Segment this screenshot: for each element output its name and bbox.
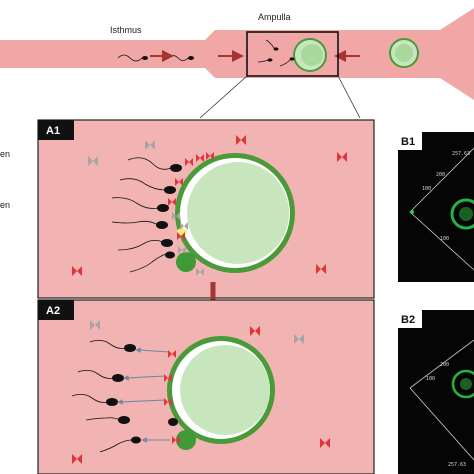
tick-label: 257.63 (452, 151, 470, 157)
bowtie-protein-icon (72, 326, 330, 464)
sperm-icon (99, 436, 141, 453)
sperm-icon (89, 340, 136, 352)
panel-tag: B1 (401, 136, 415, 148)
bowtie-protein-icon (90, 320, 304, 344)
ampulla-label: Ampulla (258, 12, 291, 22)
side-label: en (0, 149, 10, 159)
bowtie-protein-icon (72, 135, 347, 276)
tick-label: 100 (422, 186, 431, 192)
sperm-head (168, 418, 178, 426)
sperm-icon (127, 157, 182, 172)
sperm-icon (77, 370, 124, 382)
sperm-icon (71, 394, 118, 406)
sperm-icon (111, 220, 168, 229)
zoom-line-right (337, 75, 361, 119)
fluorescent-oocyte (451, 369, 474, 399)
sperm-icon (117, 54, 148, 62)
sperm-icon (111, 197, 169, 212)
sperm-icon (85, 416, 130, 424)
double-arrow-icon (117, 347, 171, 443)
fluorescent-core (460, 378, 472, 390)
bowtie-protein-icon (172, 212, 204, 276)
panel-a2: A2 (37, 299, 375, 474)
bowtie-protein-icon (88, 140, 155, 166)
axis-line (409, 147, 474, 213)
sperm-icon (119, 178, 176, 194)
axis-line (409, 387, 474, 461)
bowtie-protein-icon (164, 350, 180, 444)
zoom-line-left (199, 75, 248, 119)
tick-label: 200 (436, 172, 445, 178)
tick-label: 200 (440, 362, 449, 368)
panel-b1: B1 257.63 200 100 100 (398, 132, 474, 282)
axis-line (409, 211, 474, 271)
fluorescent-core (459, 207, 473, 221)
tick-label: 100 (426, 376, 435, 382)
sperm-icon (257, 39, 295, 67)
oocyte-inner (301, 44, 323, 66)
fluorescent-spot (410, 210, 414, 214)
axis-line (409, 339, 474, 389)
oocyte-icon (187, 162, 289, 264)
panel-tag: B2 (401, 314, 415, 326)
panel-b2: B2 200 100 257.63 (398, 310, 474, 474)
oocyte-inner (395, 44, 413, 62)
isthmus-label: Isthmus (110, 25, 142, 35)
polar-body (176, 252, 196, 272)
bowtie-protein-icon (168, 152, 214, 240)
panel-tag: A2 (46, 305, 60, 317)
side-label: en (0, 200, 10, 210)
panel-a1: A1 (37, 119, 375, 299)
sperm-icon (117, 239, 173, 251)
oocyte-icon (180, 345, 270, 435)
tick-label: 257.63 (448, 462, 466, 468)
polar-body (176, 430, 196, 450)
panel-tag: A1 (46, 125, 60, 137)
tick-label: 100 (440, 236, 449, 242)
zoom-box (246, 31, 339, 77)
fluorescent-oocyte (450, 198, 474, 230)
sperm-icon (129, 251, 175, 273)
